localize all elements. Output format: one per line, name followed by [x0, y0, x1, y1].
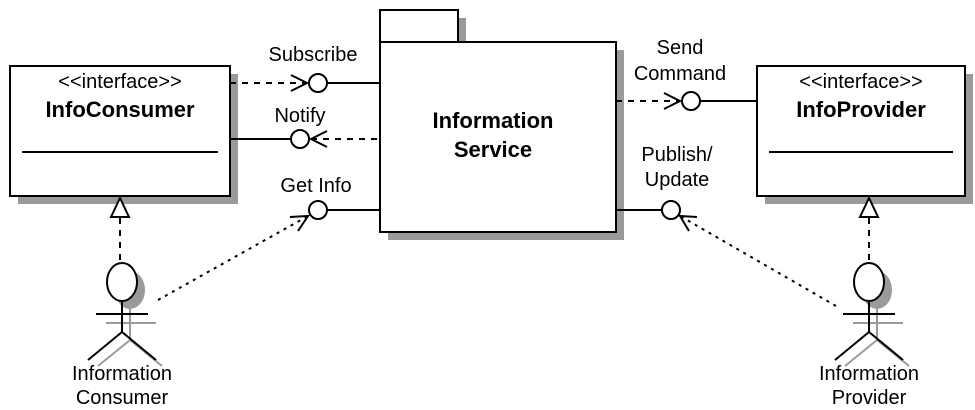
- send-command-label-line1: Send: [657, 37, 704, 59]
- info-provider-class: <<interface>> InfoProvider: [756, 65, 973, 204]
- send-command-lollipop: [681, 91, 701, 111]
- information-service-tab: [379, 9, 459, 43]
- information-service-name-line2: Service: [454, 137, 532, 162]
- provider-realization-arrowhead: [858, 195, 880, 218]
- get-info-dependency: [157, 215, 309, 301]
- subscribe-interface: Subscribe: [230, 44, 380, 93]
- publish-update-dependency: [679, 215, 837, 307]
- subscribe-label: Subscribe: [269, 44, 358, 66]
- info-consumer-name: InfoConsumer: [45, 97, 195, 122]
- information-consumer-actor: Information Consumer: [72, 262, 172, 409]
- publish-update-label-line1: Publish/: [641, 144, 713, 166]
- consumer-actor-label-line1: Information: [72, 363, 172, 385]
- information-service-body: [379, 41, 617, 233]
- publish-update-interface: Publish/ Update: [616, 144, 837, 307]
- notify-interface: Notify: [230, 105, 380, 149]
- get-info-label: Get Info: [280, 175, 351, 197]
- get-info-interface: Get Info: [157, 175, 380, 301]
- subscribe-lollipop: [308, 73, 328, 93]
- send-command-interface: Send Command: [616, 37, 757, 111]
- provider-actor-label-line2: Provider: [832, 387, 907, 409]
- information-service-name-line1: Information: [433, 108, 554, 133]
- notify-label: Notify: [274, 105, 325, 127]
- get-info-lollipop: [308, 200, 328, 220]
- consumer-realization: [109, 195, 131, 264]
- publish-update-label-line2: Update: [645, 169, 710, 191]
- notify-lollipop: [290, 129, 310, 149]
- information-provider-actor: Information Provider: [819, 262, 919, 409]
- info-consumer-class: <<interface>> InfoConsumer: [9, 65, 238, 204]
- provider-actor-label-line1: Information: [819, 363, 919, 385]
- provider-actor-head: [853, 262, 885, 302]
- info-provider-name: InfoProvider: [796, 97, 926, 122]
- consumer-actor-label-line2: Consumer: [76, 387, 169, 409]
- info-consumer-stereotype: <<interface>>: [58, 71, 181, 93]
- consumer-realization-arrowhead: [109, 195, 131, 218]
- information-service-component: Information Service: [379, 9, 624, 240]
- info-provider-stereotype: <<interface>>: [799, 71, 922, 93]
- publish-update-lollipop: [661, 200, 681, 220]
- provider-realization: [858, 195, 880, 264]
- send-command-label-line2: Command: [634, 63, 726, 85]
- consumer-actor-head: [106, 262, 138, 302]
